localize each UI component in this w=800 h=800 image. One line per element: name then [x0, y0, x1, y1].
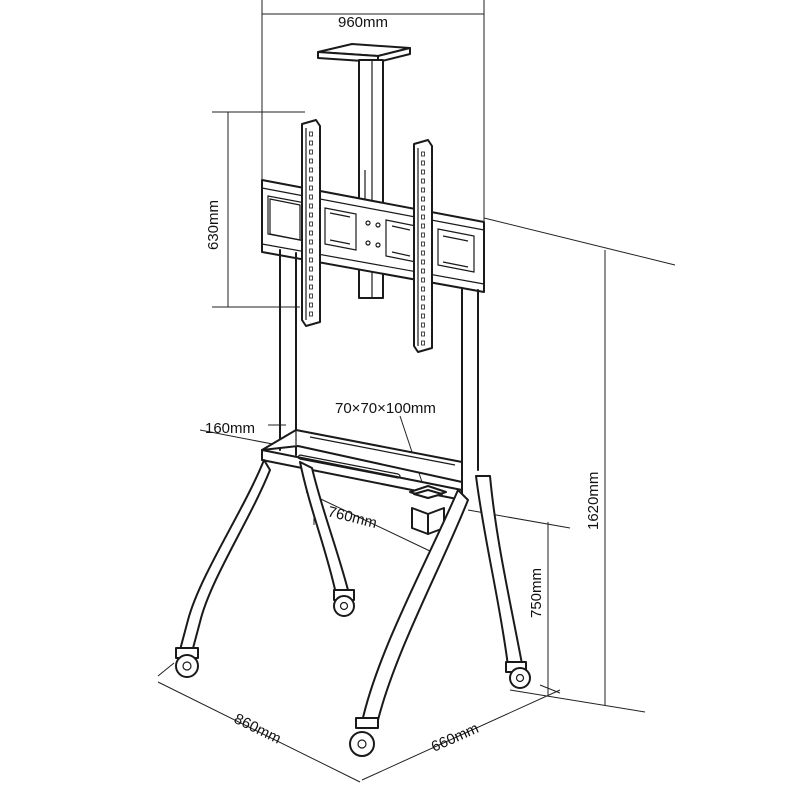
label-tray-width: 760mm — [326, 503, 379, 532]
rail-hole — [421, 331, 425, 337]
rail-hole — [421, 205, 425, 211]
rail-hole — [309, 293, 313, 299]
rail-hole — [421, 178, 425, 184]
rail-hole — [309, 230, 313, 236]
rail-hole — [309, 131, 313, 137]
caster-front-left — [175, 647, 199, 678]
caster-front-right — [349, 717, 379, 757]
rail-hole — [421, 304, 425, 310]
caster-back-left — [333, 589, 355, 617]
rail-hole — [309, 221, 313, 227]
rail-hole — [421, 169, 425, 175]
rail-hole — [309, 239, 313, 245]
rail-hole — [421, 151, 425, 157]
label-box-size: 70×70×100mm — [335, 400, 436, 417]
rail-hole — [309, 257, 313, 263]
rail-hole — [421, 214, 425, 220]
rail-hole — [421, 259, 425, 265]
rail-hole — [309, 284, 313, 290]
rail-hole — [421, 241, 425, 247]
rail-hole — [421, 277, 425, 283]
storage-box — [409, 485, 447, 535]
label-base-width: 860mm — [231, 710, 283, 747]
rail-hole — [309, 203, 313, 209]
rail-hole — [309, 248, 313, 254]
label-tray-depth: 160mm — [205, 420, 255, 437]
rail-hole — [309, 212, 313, 218]
rail-hole — [309, 302, 313, 308]
rail-hole — [309, 266, 313, 272]
rail-hole — [421, 268, 425, 274]
rail-hole — [309, 194, 313, 200]
rail-hole — [421, 160, 425, 166]
rail-hole — [309, 167, 313, 173]
label-total-height: 1620mm — [585, 472, 602, 530]
rail-hole — [309, 158, 313, 164]
rail-hole — [421, 286, 425, 292]
caster-back-right — [505, 661, 531, 689]
label-base-depth: 660mm — [429, 720, 482, 756]
label-mount-height: 630mm — [205, 200, 222, 250]
rail-hole — [421, 196, 425, 202]
upright-poles — [279, 249, 479, 471]
rail-hole — [309, 140, 313, 146]
rail-hole — [309, 275, 313, 281]
rail-hole — [421, 322, 425, 328]
rail-hole — [309, 311, 313, 317]
rail-hole — [309, 176, 313, 182]
rail-hole — [309, 149, 313, 155]
rail-holes — [309, 131, 425, 346]
rail-hole — [421, 250, 425, 256]
rail-hole — [309, 185, 313, 191]
label-top-width: 960mm — [338, 14, 388, 31]
rail-hole — [421, 313, 425, 319]
label-tray-height: 750mm — [528, 568, 545, 618]
rail-hole — [421, 295, 425, 301]
rail-hole — [421, 340, 425, 346]
rail-hole — [421, 232, 425, 238]
rail-hole — [421, 223, 425, 229]
rail-hole — [421, 187, 425, 193]
dimension-lines — [157, 0, 676, 783]
